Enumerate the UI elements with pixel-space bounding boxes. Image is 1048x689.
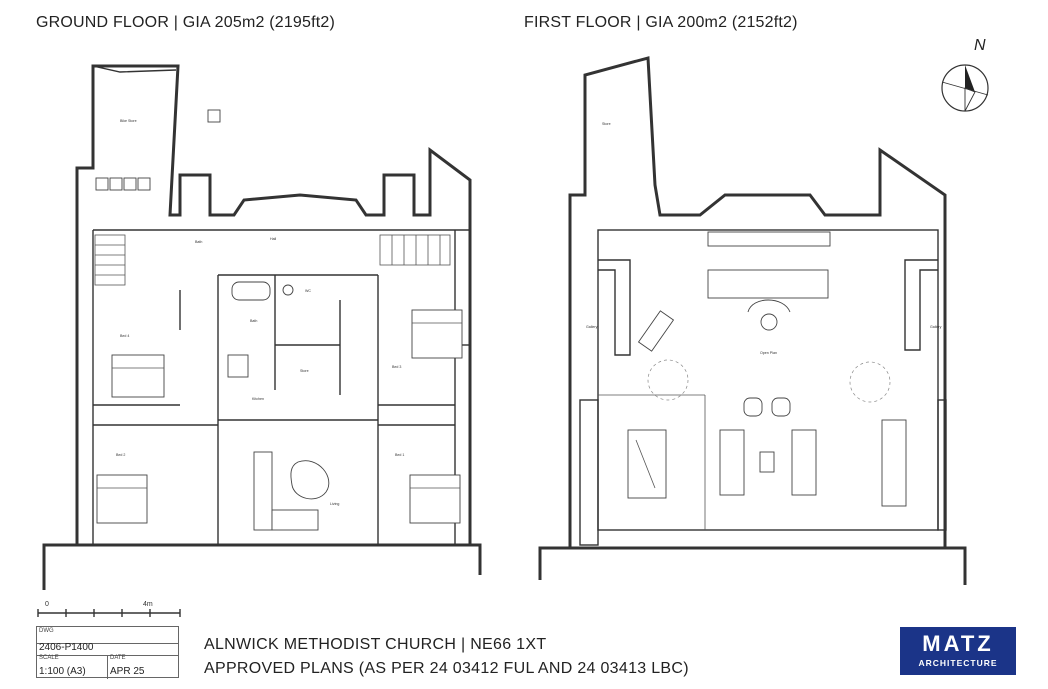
first-floor-title: FIRST FLOOR | GIA 200m2 (2152ft2) (524, 14, 798, 31)
desk (637, 310, 675, 352)
room-label: Bath (195, 240, 202, 244)
room-label: Gallery (586, 325, 598, 329)
north-arrow: N (941, 37, 989, 112)
first-floor-plan: Store Gallery Open Plan Gallery (538, 56, 967, 585)
bike-rack-2 (109, 177, 123, 191)
first-east-recess (937, 399, 947, 531)
coffee-table (759, 451, 775, 473)
bike-store-roof-line (92, 65, 177, 73)
kitchen-island (271, 509, 319, 531)
wc-pan (282, 284, 294, 296)
room-label: Bed 3 (392, 365, 401, 369)
room-label: Bike Store (120, 119, 137, 123)
first-outer-wall (538, 56, 967, 585)
armchair-2 (771, 397, 791, 417)
north-label: N (974, 37, 986, 54)
logo-subline: ARCHITECTURE (918, 658, 998, 668)
room-label: Bath (250, 319, 257, 323)
store-marker (207, 109, 221, 123)
scale-end-label: 4m (143, 601, 153, 608)
ground-floor-title: GROUND FLOOR | GIA 205m2 (2195ft2) (36, 14, 336, 31)
room-label: Store (300, 369, 309, 373)
ground-stairs-west (94, 234, 126, 286)
first-room-labels: Store Gallery Open Plan Gallery (586, 122, 942, 355)
room-label: Bed 1 (395, 453, 404, 457)
dining-table (881, 419, 907, 507)
gallery-east (904, 259, 938, 351)
shower (227, 354, 249, 378)
matz-architecture-logo: MATZ ARCHITECTURE (900, 627, 1016, 675)
bathtub (231, 281, 271, 301)
bed-2-bed (96, 474, 148, 524)
scale-bar: 0 4m (37, 601, 181, 617)
date-value: APR 25 (110, 666, 145, 677)
pool-table (627, 429, 667, 499)
kitchen-run (253, 451, 273, 531)
living-sofa (290, 460, 330, 500)
dwg-number: 2406-P1400 (39, 642, 94, 653)
ground-floor-plan: Bike Store Bath Hall Bed 4 WC Bath Bed 3… (42, 64, 482, 590)
armchair-1 (743, 397, 763, 417)
sofa-1 (719, 429, 745, 496)
project-title: ALNWICK METHODIST CHURCH | NE66 1XT (204, 636, 547, 653)
logo-wordmark: MATZ (922, 631, 994, 656)
room-label: Hall (270, 237, 276, 241)
scale-value: 1:100 (A3) (39, 666, 86, 677)
dwg-label: DWG (39, 628, 54, 634)
rooflight-1 (647, 359, 689, 401)
gallery-west (598, 259, 631, 356)
room-label: Kitchen (252, 397, 264, 401)
ground-room-labels: Bike Store Bath Hall Bed 4 WC Bath Bed 3… (116, 119, 404, 506)
room-label: Gallery (930, 325, 942, 329)
bar-table (760, 313, 778, 331)
scale-start-label: 0 (45, 601, 49, 608)
bed-1-bed (409, 474, 461, 524)
room-label: Bed 4 (120, 334, 129, 338)
room-label: Store (602, 122, 611, 126)
sofa-2 (791, 429, 817, 496)
north-needle (965, 65, 975, 92)
ground-stairs-east (379, 234, 451, 266)
bed-4-bed (111, 354, 165, 398)
kitchen-run-first (707, 231, 831, 247)
first-open-plan-outline (597, 229, 939, 531)
room-label: Bed 2 (116, 453, 125, 457)
scale-label: SCALE (39, 655, 59, 661)
project-subtitle: APPROVED PLANS (AS PER 24 03412 FUL AND … (204, 660, 689, 677)
room-label: Living (330, 502, 339, 506)
first-west-recess (579, 399, 599, 546)
ground-outer-wall (42, 64, 482, 590)
bed-3-bed (411, 309, 463, 359)
room-label: Open Plan (760, 351, 777, 355)
kitchen-island-first (707, 269, 829, 299)
rooflight-2 (849, 361, 891, 403)
bike-rack-3 (123, 177, 137, 191)
title-block: DWG 2406-P1400 SCALE 1:100 (A3) DATE APR… (36, 626, 179, 679)
date-label: DATE (110, 655, 126, 661)
bike-rack-4 (137, 177, 151, 191)
room-label: WC (305, 289, 311, 293)
bar-counter (747, 299, 791, 313)
bike-rack-1 (95, 177, 109, 191)
